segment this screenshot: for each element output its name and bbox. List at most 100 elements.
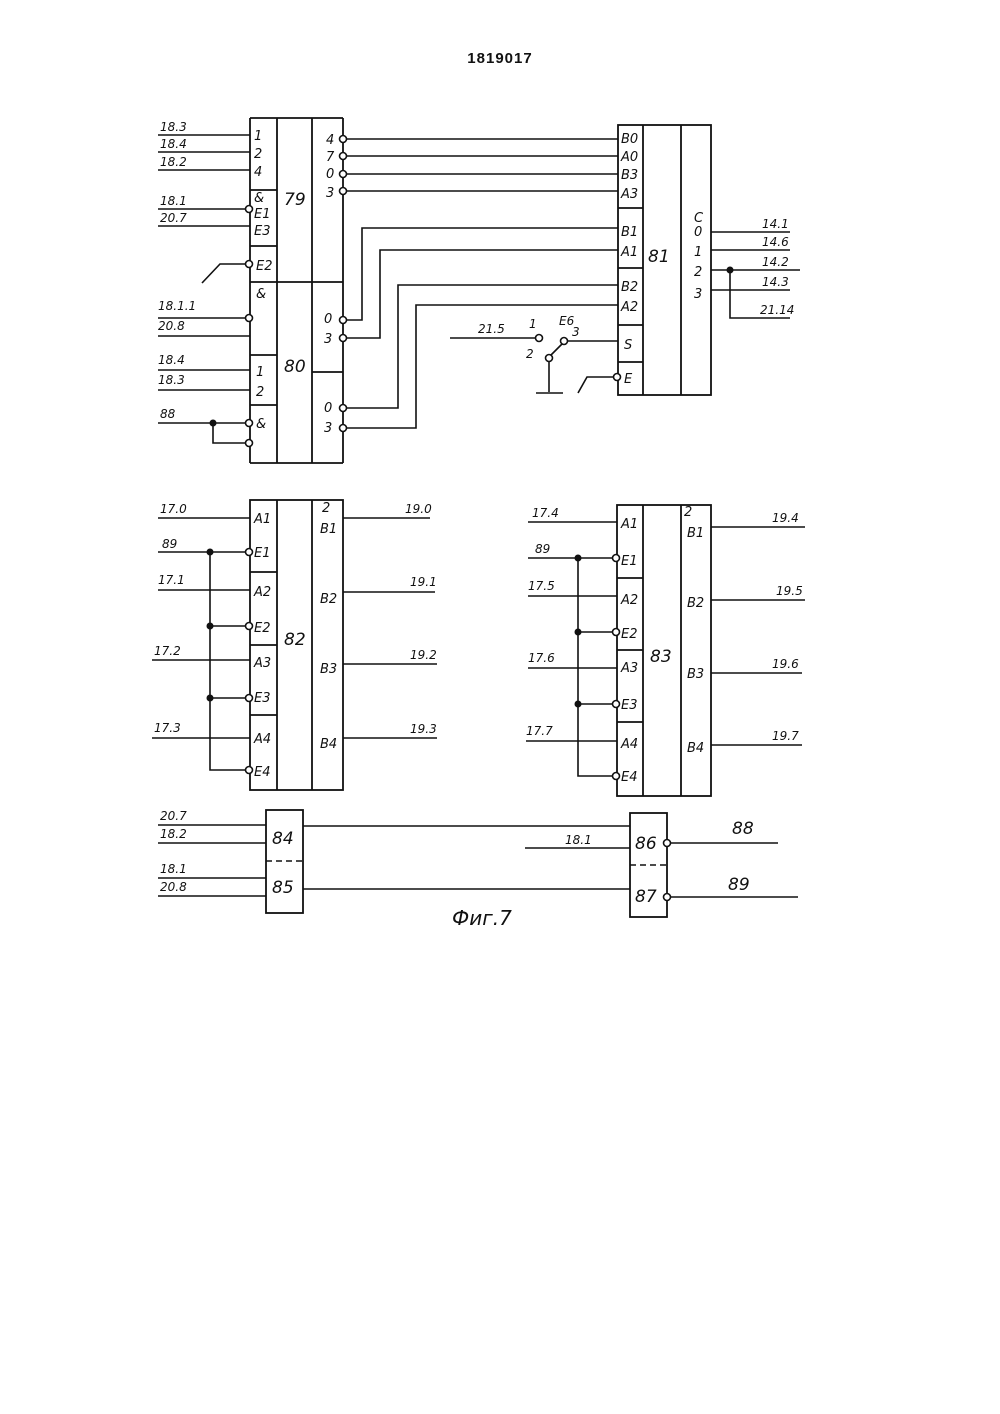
signal-18-2-b: 18.2 xyxy=(160,827,187,841)
pin-83-e4: E4 xyxy=(621,770,638,785)
inversion-80-a xyxy=(246,315,253,322)
switch-label-3: 3 xyxy=(572,325,580,339)
pin-79-in-e3: E3 xyxy=(254,224,271,239)
junction-81-o2 xyxy=(727,267,734,274)
pin-79-out-0: 0 xyxy=(326,167,334,182)
pin-80-out-3b: 3 xyxy=(324,421,332,436)
inversion-83-e2 xyxy=(613,629,620,636)
pin-81-a1: A1 xyxy=(620,245,638,260)
inversion-80-o0 xyxy=(340,317,347,324)
signal-14-3: 14.3 xyxy=(762,275,789,289)
signal-20-7-b: 20.7 xyxy=(160,809,187,823)
pin-82-e2: E2 xyxy=(254,621,271,636)
signal-89-a: 89 xyxy=(162,537,177,551)
junction-88 xyxy=(210,420,217,427)
pin-82-a2: A2 xyxy=(253,585,271,600)
signal-20-7: 20.7 xyxy=(160,211,187,225)
signal-21-14: 21.14 xyxy=(760,303,794,317)
pin-79-in-4: 4 xyxy=(254,165,262,180)
pin-82-a1: A1 xyxy=(253,512,271,527)
pin-83-e2: E2 xyxy=(621,627,638,642)
block-79-label: 79 xyxy=(284,190,306,210)
inversion-80-o3 xyxy=(340,335,347,342)
pin-79-in-e1: E1 xyxy=(254,207,271,222)
inversion-80-b xyxy=(246,420,253,427)
block-81-label: 81 xyxy=(648,247,670,267)
pin-79-out-7: 7 xyxy=(326,150,335,165)
switch-terminal-3 xyxy=(561,338,568,345)
pin-83-2: 2 xyxy=(684,505,692,520)
pin-79-in-2: 2 xyxy=(254,147,262,162)
signal-17-7: 17.7 xyxy=(526,724,553,738)
signal-17-6: 17.6 xyxy=(528,651,555,665)
inversion-80-o0b xyxy=(340,405,347,412)
pin-82-a3: A3 xyxy=(253,656,271,671)
pin-81-e: E xyxy=(624,372,633,387)
signal-18-1-1: 18.1.1 xyxy=(158,299,196,313)
pin-81-b0: B0 xyxy=(621,132,638,147)
signal-19-5: 19.5 xyxy=(776,584,803,598)
pin-82-2: 2 xyxy=(322,501,330,516)
signal-20-8: 20.8 xyxy=(158,319,185,333)
pin-80-in-2: 2 xyxy=(256,385,264,400)
pin-79-out-3: 3 xyxy=(326,186,334,201)
signal-18-4: 18.4 xyxy=(160,137,187,151)
inversion-79-e2 xyxy=(246,261,253,268)
pin-81-a2: A2 xyxy=(620,300,638,315)
pin-81-o1: 1 xyxy=(694,245,702,260)
wires-79-80-to-81 xyxy=(347,139,618,428)
block-87-label: 87 xyxy=(635,887,657,907)
signal-89-b: 89 xyxy=(535,542,550,556)
inversion-80-o3b xyxy=(340,425,347,432)
signal-18-2: 18.2 xyxy=(160,155,187,169)
switch-label-2: 2 xyxy=(526,347,534,361)
pin-81-a0: A0 xyxy=(620,150,638,165)
pin-83-e1: E1 xyxy=(621,554,638,569)
pin-80-out-0: 0 xyxy=(324,312,332,327)
pin-81-a3: A3 xyxy=(620,187,638,202)
pin-82-e3: E3 xyxy=(254,691,271,706)
wires-84-87 xyxy=(158,825,798,897)
junction-83-e3 xyxy=(575,701,582,708)
signal-20-8-b: 20.8 xyxy=(160,880,187,894)
signal-19-2: 19.2 xyxy=(410,648,437,662)
inversion-79-o7 xyxy=(340,153,347,160)
block-80-label: 80 xyxy=(284,357,306,377)
inversion-83-e3 xyxy=(613,701,620,708)
junction-82-e2 xyxy=(207,623,214,630)
block-84-label: 84 xyxy=(272,829,294,849)
pin-81-s: S xyxy=(624,338,632,353)
signal-17-0: 17.0 xyxy=(160,502,187,516)
signal-19-6: 19.6 xyxy=(772,657,799,671)
inversion-79-o3 xyxy=(340,188,347,195)
pin-80-out-3: 3 xyxy=(324,332,332,347)
pin-83-b4: B4 xyxy=(687,741,704,756)
pin-81-b1: B1 xyxy=(621,225,638,240)
signal-19-3: 19.3 xyxy=(410,722,437,736)
pin-82-a4: A4 xyxy=(253,732,271,747)
switch-label-1: 1 xyxy=(529,317,537,331)
inversion-79-e1 xyxy=(246,206,253,213)
pin-79-out-4: 4 xyxy=(326,133,334,148)
signal-17-1: 17.1 xyxy=(158,573,185,587)
pin-82-b3: B3 xyxy=(320,662,337,677)
wires-81-s-e xyxy=(450,338,618,393)
pin-83-b3: B3 xyxy=(687,667,704,682)
signal-19-1: 19.1 xyxy=(410,575,437,589)
pin-79-in-1: 1 xyxy=(254,129,262,144)
pin-80-in-1: 1 xyxy=(256,365,264,380)
pin-81-o0: 0 xyxy=(694,225,702,240)
inversion-86-out xyxy=(664,840,671,847)
pin-83-a2: A2 xyxy=(620,593,638,608)
signal-18-4-b: 18.4 xyxy=(158,353,185,367)
signal-19-0: 19.0 xyxy=(405,502,432,516)
pin-80-in-and: & xyxy=(256,287,266,302)
pin-82-e4: E4 xyxy=(254,765,271,780)
block-85-label: 85 xyxy=(272,878,294,898)
pin-82-b2: B2 xyxy=(320,592,337,607)
block-86-label: 86 xyxy=(635,834,657,854)
signal-19-7: 19.7 xyxy=(772,729,799,743)
pin-83-a4: A4 xyxy=(620,737,638,752)
pin-83-a3: A3 xyxy=(620,661,638,676)
